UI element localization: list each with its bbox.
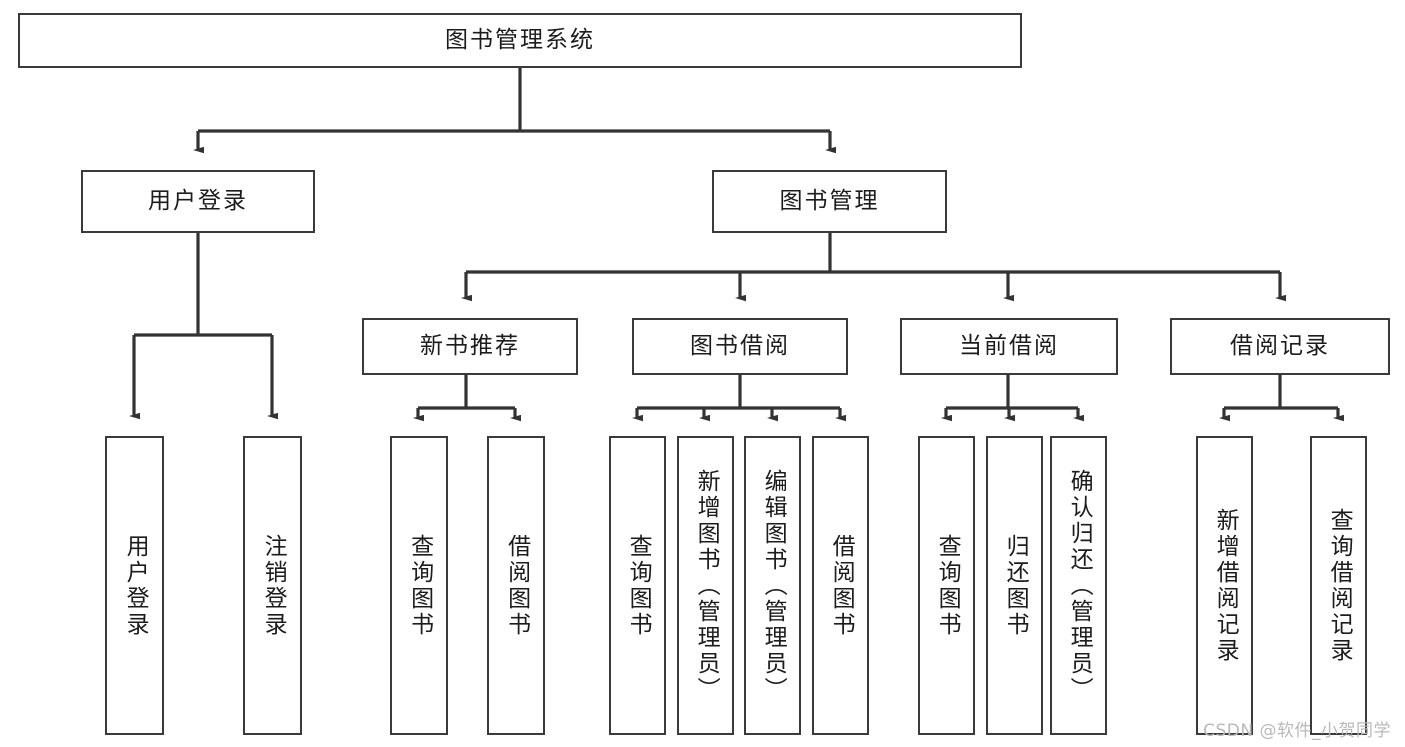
node-leaf-return-book-label: 归还图书	[1002, 533, 1029, 638]
node-leaf-return-book[interactable]: 归还图书	[986, 436, 1043, 735]
node-leaf-edit-book-admin-label: 编辑图书（管理员）	[760, 468, 787, 703]
node-leaf-add-book-admin[interactable]: 新增图书（管理员）	[677, 436, 734, 735]
node-current-borrow-label: 当前借阅	[959, 333, 1059, 360]
node-leaf-add-borrow-record-label: 新增借阅记录	[1212, 507, 1239, 664]
node-leaf-user-login[interactable]: 用户登录	[105, 436, 164, 735]
node-leaf-query-borrow-record[interactable]: 查询借阅记录	[1310, 436, 1367, 735]
node-book-management-label: 图书管理	[779, 188, 880, 215]
node-book-borrow[interactable]: 图书借阅	[632, 318, 848, 375]
node-user-login[interactable]: 用户登录	[81, 170, 315, 233]
node-leaf-confirm-return-admin[interactable]: 确认归还（管理员）	[1050, 436, 1107, 735]
node-leaf-current-query-book-label: 查询图书	[934, 533, 961, 638]
csdn-watermark: CSDN @软件_小贺同学	[1203, 721, 1391, 741]
node-leaf-borrow-query-book[interactable]: 查询图书	[609, 436, 666, 735]
node-leaf-query-borrow-record-label: 查询借阅记录	[1326, 507, 1353, 664]
node-leaf-recommend-borrow-book-label: 借阅图书	[503, 533, 530, 638]
node-user-login-label: 用户登录	[148, 188, 248, 215]
node-book-borrow-label: 图书借阅	[690, 333, 790, 360]
node-leaf-add-book-admin-label: 新增图书（管理员）	[693, 468, 720, 703]
node-leaf-confirm-return-admin-label: 确认归还（管理员）	[1066, 468, 1093, 703]
node-leaf-recommend-query-book-label: 查询图书	[406, 533, 433, 638]
node-leaf-logout[interactable]: 注销登录	[243, 436, 302, 735]
node-root-system-label: 图书管理系统	[445, 27, 595, 54]
node-leaf-borrow-query-book-label: 查询图书	[625, 533, 652, 638]
node-current-borrow[interactable]: 当前借阅	[900, 318, 1118, 375]
node-leaf-user-login-label: 用户登录	[122, 533, 149, 638]
node-leaf-borrow-book[interactable]: 借阅图书	[812, 436, 869, 735]
node-leaf-logout-label: 注销登录	[260, 533, 287, 638]
node-root-system[interactable]: 图书管理系统	[18, 13, 1022, 68]
node-borrow-record-label: 借阅记录	[1230, 333, 1330, 360]
node-leaf-recommend-query-book[interactable]: 查询图书	[390, 436, 448, 735]
node-leaf-recommend-borrow-book[interactable]: 借阅图书	[487, 436, 545, 735]
node-leaf-borrow-book-label: 借阅图书	[828, 533, 855, 638]
node-leaf-current-query-book[interactable]: 查询图书	[918, 436, 975, 735]
node-leaf-add-borrow-record[interactable]: 新增借阅记录	[1196, 436, 1253, 735]
node-new-book-recommend-label: 新书推荐	[420, 333, 520, 360]
node-leaf-edit-book-admin[interactable]: 编辑图书（管理员）	[744, 436, 801, 735]
node-new-book-recommend[interactable]: 新书推荐	[362, 318, 578, 375]
node-book-management[interactable]: 图书管理	[712, 170, 947, 233]
node-borrow-record[interactable]: 借阅记录	[1170, 318, 1390, 375]
